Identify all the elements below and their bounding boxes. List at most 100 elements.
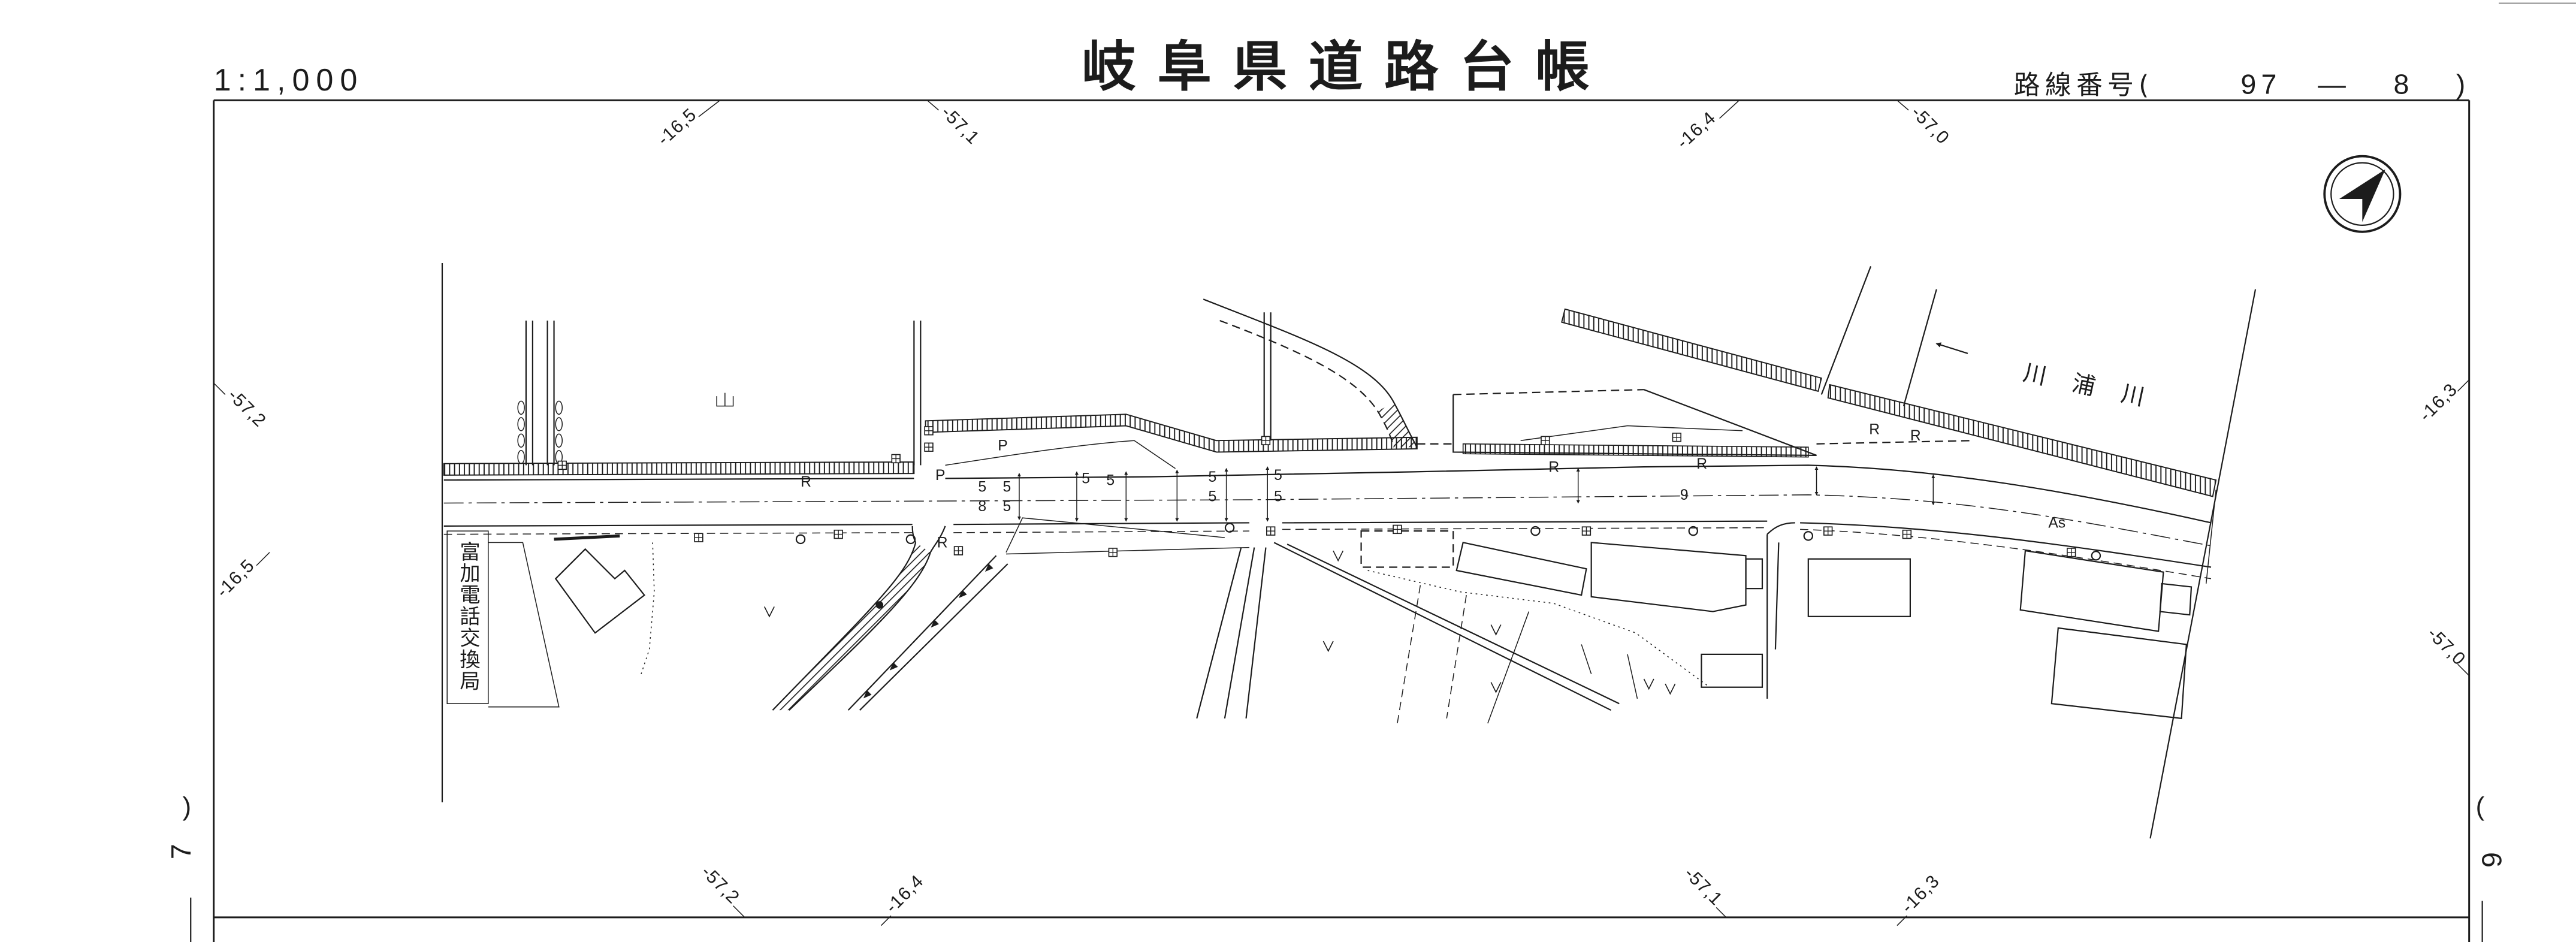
hedge-symbol xyxy=(555,417,563,431)
utility-pole-icon xyxy=(905,534,916,545)
building-footprint xyxy=(2019,550,2164,632)
shoulder-line xyxy=(945,440,1176,469)
grid-label-top-1: -16,5 xyxy=(654,104,700,149)
grid-label-bottom-2: -16,4 xyxy=(881,871,928,917)
utility-box-icon xyxy=(1541,436,1550,445)
field-symbol xyxy=(1490,624,1502,635)
river-bank-hatch xyxy=(1827,384,2217,497)
grid-tick xyxy=(1719,99,1740,119)
hedge-symbol xyxy=(517,433,525,448)
road-label: R xyxy=(937,535,948,551)
south-side-features: 富加電話交換局 xyxy=(446,517,2193,724)
planned-building-outline xyxy=(1360,530,1454,568)
width-label: 5 xyxy=(1208,489,1216,505)
utility-box-icon xyxy=(891,454,901,464)
utility-box-icon xyxy=(1581,526,1591,536)
utility-box-icon xyxy=(694,533,703,542)
side-road-south xyxy=(1196,547,1267,719)
grid-label-bottom-3: -57,1 xyxy=(1680,864,1726,910)
utility-symbols xyxy=(557,426,2101,561)
building-name-box xyxy=(446,530,489,704)
diagonal-road xyxy=(1273,542,1620,711)
vegetation-symbol xyxy=(716,393,734,407)
road-label: R xyxy=(1910,428,1921,444)
grid-label-right-2: -57,0 xyxy=(2423,624,2469,670)
survey-point xyxy=(875,601,884,609)
grid-tick xyxy=(698,99,721,117)
grid-tick xyxy=(880,915,892,926)
width-label: 5 xyxy=(1003,499,1011,515)
utility-box-icon xyxy=(1261,436,1271,445)
route-number-close: ) xyxy=(2456,68,2466,99)
road-label: P xyxy=(935,467,945,484)
utility-box-icon xyxy=(1108,548,1118,557)
width-label: 5 xyxy=(978,479,986,495)
grid-label-bottom-4: -16,3 xyxy=(1898,871,1944,917)
route-branch-number: 8 xyxy=(2393,68,2409,99)
utility-box-icon xyxy=(1266,526,1276,536)
grid-label-top-2: -57,1 xyxy=(937,102,983,149)
width-label: 5 xyxy=(1106,472,1115,488)
parcel-edge xyxy=(1766,522,1795,699)
width-label: 5 xyxy=(1274,489,1282,505)
road-east-limit xyxy=(2205,490,2216,584)
pavement-label: As xyxy=(2048,515,2065,532)
building-footprint xyxy=(2159,582,2193,616)
utility-box-icon xyxy=(924,426,934,436)
utility-box-icon xyxy=(557,460,567,470)
retaining-wall-center xyxy=(925,413,1418,453)
hedge-symbol xyxy=(555,433,563,448)
adjacent-sheet-right-bracket: ( xyxy=(2476,792,2485,822)
road-label: 9 xyxy=(1680,487,1689,503)
north-side-features: 川 浦 川 xyxy=(443,266,2257,839)
river-channel-line-west xyxy=(1820,266,1872,395)
river-channel-line-east xyxy=(1902,289,1937,406)
lot-line xyxy=(1005,517,1250,555)
grid-tick xyxy=(733,905,745,918)
hedge-symbol xyxy=(555,400,563,415)
dotted-boundary xyxy=(641,542,655,675)
utility-box-icon xyxy=(924,442,934,452)
building-footprint xyxy=(1455,542,1587,596)
grid-label-bottom-1: -57,2 xyxy=(697,862,744,908)
north-arrow-icon xyxy=(2323,155,2402,233)
page-title: 岐阜県道路台帳 xyxy=(1082,36,1611,99)
grid-labels: -16,5 -57,1 -16,4 -57,0 -57,2 -16,5 -16,… xyxy=(213,99,2470,926)
width-label: 8 xyxy=(978,499,986,515)
width-label: 5 xyxy=(1082,471,1090,487)
utility-pole-icon xyxy=(1530,526,1541,536)
building-footprint xyxy=(1807,558,1911,617)
lot-boundary xyxy=(488,542,560,708)
building-footprint xyxy=(2050,627,2187,720)
hedge-symbol xyxy=(517,417,525,431)
utility-pole-icon xyxy=(1688,526,1698,536)
route-number-label: 路線番号( xyxy=(2014,70,2154,100)
waterway-edge-west xyxy=(847,555,997,711)
utility-box-icon xyxy=(1393,524,1402,535)
grid-tick xyxy=(926,99,940,111)
building-footprint xyxy=(1701,653,1763,688)
road-south-edge xyxy=(443,520,2212,568)
retaining-wall-west xyxy=(443,461,915,476)
utility-box-icon xyxy=(2067,548,2076,557)
field-symbol xyxy=(1665,683,1676,695)
grid-label-top-3: -16,4 xyxy=(1673,108,1720,153)
parcel-line xyxy=(1487,611,1638,724)
adjacent-sheet-left-bracket: ) xyxy=(183,792,192,822)
road-label: R xyxy=(1696,456,1707,472)
north-arrow-outer-ring xyxy=(2323,155,2402,233)
utility-box-icon xyxy=(1672,433,1682,442)
road-label: R xyxy=(801,474,811,490)
map-scale: 1:1,000 xyxy=(214,63,364,98)
map-frame xyxy=(213,99,2471,942)
grid-label-right-1: -16,3 xyxy=(2415,379,2462,425)
traffic-island-wall xyxy=(1462,443,1809,458)
utility-box-icon xyxy=(1823,526,1833,536)
utility-box-icon xyxy=(1902,529,1912,539)
north-arrow-pointer xyxy=(2339,169,2385,222)
traffic-island-inner-line xyxy=(1520,425,1743,441)
utility-box-icon xyxy=(833,529,843,539)
grid-tick xyxy=(256,552,270,566)
width-label: 5 xyxy=(1208,469,1216,485)
